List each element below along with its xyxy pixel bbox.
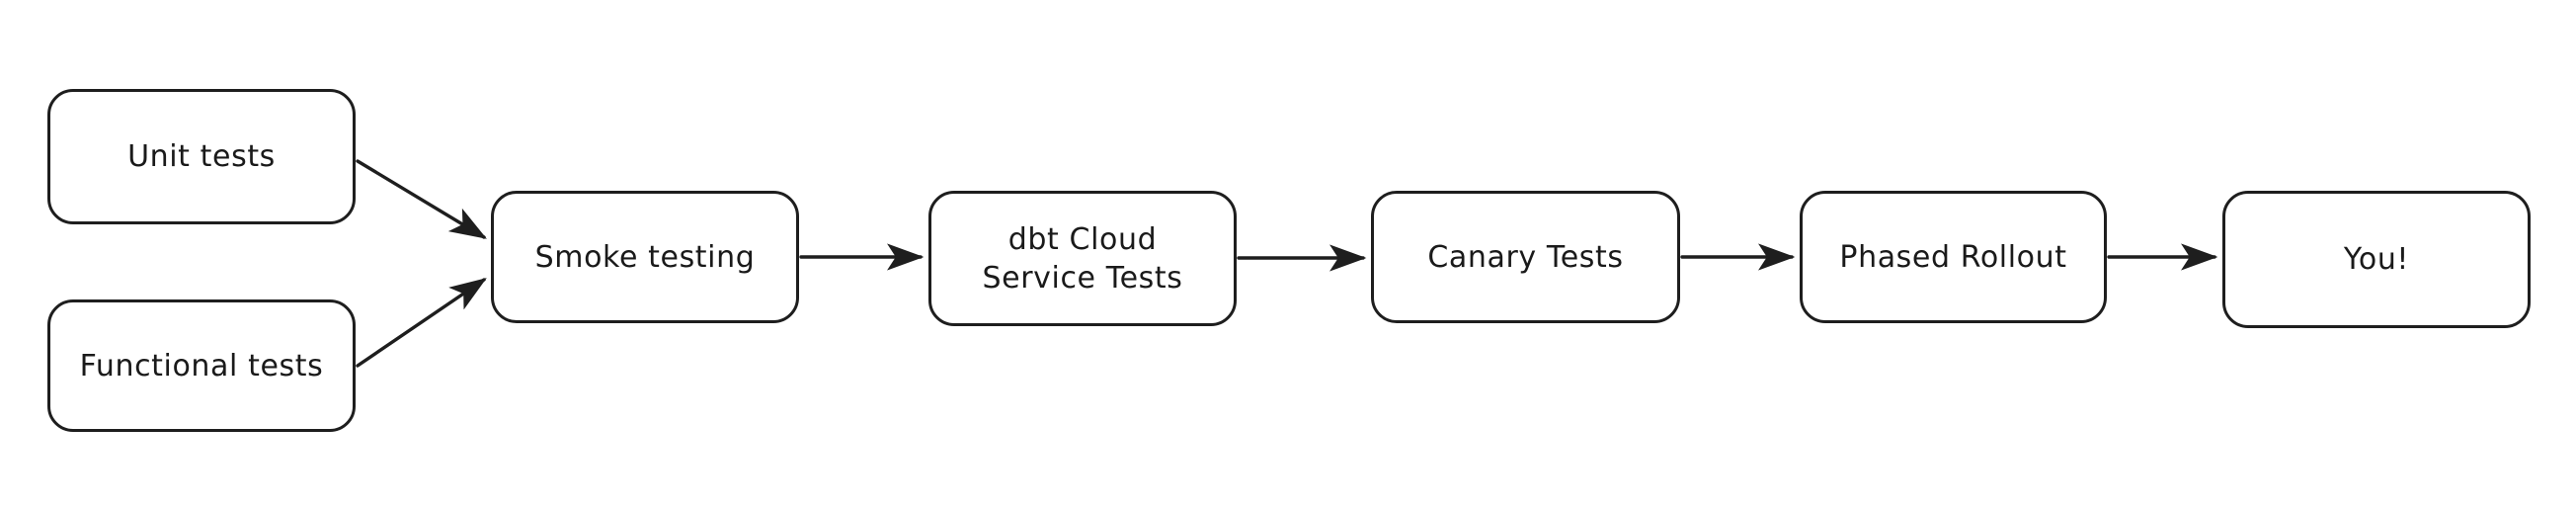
node-unit-tests[interactable]: Unit tests — [47, 89, 356, 224]
node-dbt-cloud-service-tests[interactable]: dbt Cloud Service Tests — [928, 191, 1237, 326]
node-label-functional-tests: Functional tests — [79, 348, 324, 383]
node-phased-rollout[interactable]: Phased Rollout — [1800, 191, 2107, 323]
edge-functional-tests-to-smoke-testing — [356, 278, 487, 368]
node-label-unit-tests: Unit tests — [127, 139, 276, 174]
node-functional-tests[interactable]: Functional tests — [47, 299, 356, 432]
node-you[interactable]: You! — [2222, 191, 2531, 328]
node-label-smoke-testing: Smoke testing — [534, 239, 756, 275]
edge-unit-tests-to-smoke-testing — [356, 159, 487, 239]
node-label-dbt-cloud-service-tests: dbt Cloud Service Tests — [982, 221, 1183, 296]
node-canary-tests[interactable]: Canary Tests — [1371, 191, 1680, 323]
node-smoke-testing[interactable]: Smoke testing — [491, 191, 799, 323]
node-label-phased-rollout: Phased Rollout — [1839, 239, 2067, 275]
node-label-you: You! — [2343, 242, 2410, 277]
node-label-canary-tests: Canary Tests — [1427, 239, 1624, 275]
